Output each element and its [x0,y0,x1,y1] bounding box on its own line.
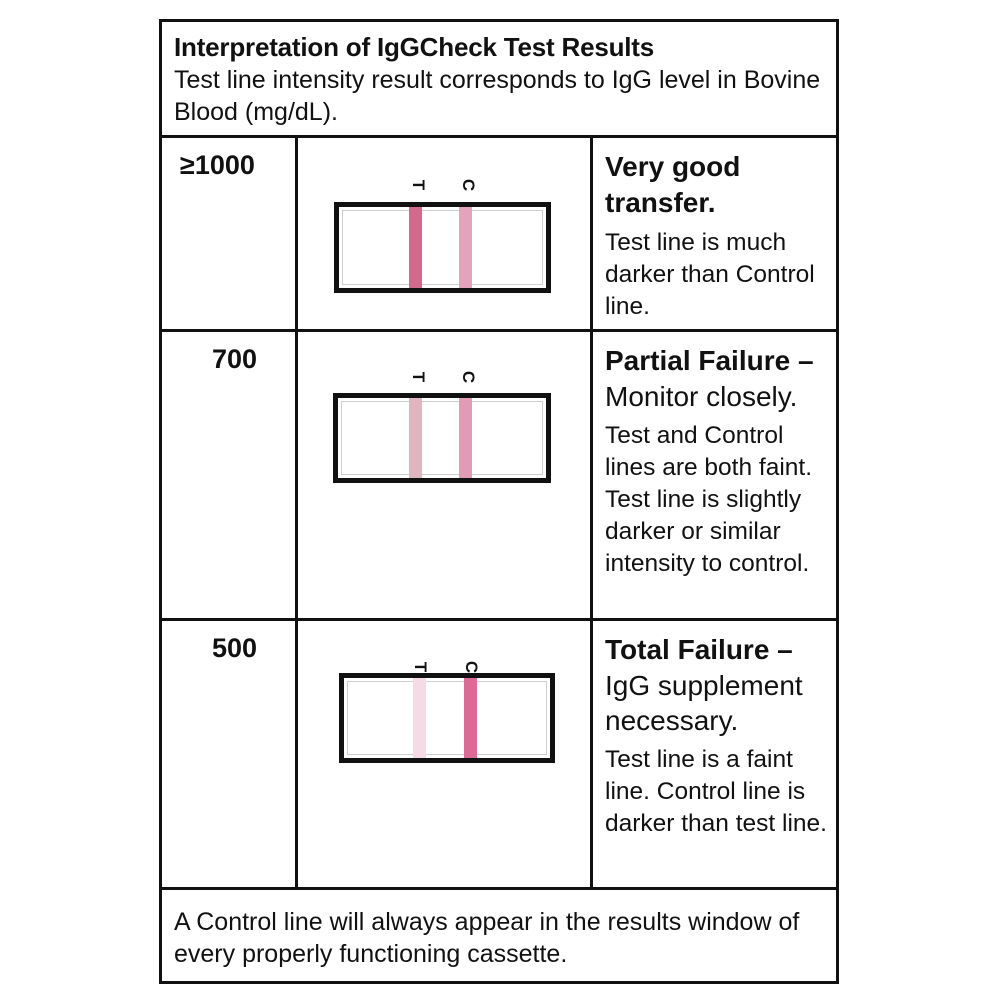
control-line-label: C [459,370,478,384]
description-cell: Total Failure – IgG supplement necessary… [593,621,839,887]
level-cell: ≥1000 [162,138,298,329]
result-window [347,681,547,755]
result-heading: Total Failure – [605,634,793,665]
level-cell: 500 [162,621,298,887]
result-window [342,210,543,285]
result-row-very-good: ≥1000 T C Very good transfer. Test line … [162,138,836,332]
result-heading-rest: IgG supplement necessary. [605,670,803,736]
description-cell: Very good transfer. Test line is much da… [593,138,839,329]
chart-title: Interpretation of IgGCheck Test Results [174,32,655,62]
level-cell: 700 [162,332,298,618]
test-cassette [333,393,551,483]
result-window [341,401,543,475]
test-line-label: T [409,371,428,383]
result-detail: Test and Control lines are both faint. T… [605,422,813,577]
test-line [409,207,422,288]
chart-header: Interpretation of IgGCheck Test Results … [162,22,836,138]
result-heading-rest: Monitor closely. [605,381,798,412]
igg-level: 500 [212,633,258,663]
cassette-cell: T C [298,138,593,329]
chart-subtitle: Test line intensity result corresponds t… [174,66,821,126]
test-line [413,678,426,758]
result-heading: Partial Failure – [605,345,814,376]
igg-level: ≥1000 [180,150,255,180]
test-cassette [334,202,551,293]
result-detail: Test line is much darker than Control li… [605,229,815,320]
test-line-label: T [409,179,428,191]
result-heading: Very good transfer. [605,151,741,218]
description-cell: Partial Failure – Monitor closely. Test … [593,332,839,618]
control-line-label: C [459,178,478,192]
control-line [464,678,477,758]
test-cassette [339,673,555,763]
result-row-total-failure: 500 T C Total Failure – IgG supplement n… [162,621,836,890]
control-line [459,398,472,478]
result-row-partial-failure: 700 T C Partial Failure – Monitor closel… [162,332,836,621]
test-line [409,398,422,478]
igg-level: 700 [212,344,258,374]
cassette-cell: T C [298,621,593,887]
cassette-cell: T C [298,332,593,618]
control-line [459,207,472,288]
footer-note: A Control line will always appear in the… [174,908,800,968]
result-detail: Test line is a faint line. Control line … [605,746,827,837]
results-interpretation-chart: Interpretation of IgGCheck Test Results … [159,19,839,984]
